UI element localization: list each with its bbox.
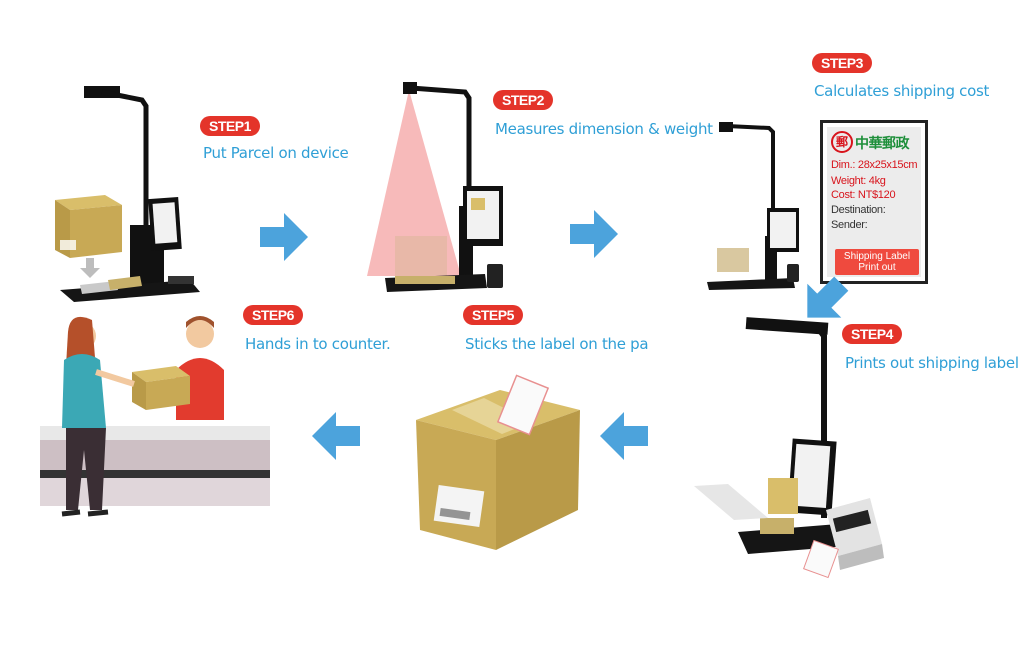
print-label-button-line2: Print out	[858, 262, 896, 273]
flow-arrow-left-1	[600, 412, 648, 460]
step3-badge: STEP3	[812, 53, 872, 73]
step6-counter-illustration	[40, 316, 270, 517]
flow-arrow-right-2	[570, 210, 618, 258]
flow-arrow-down-left	[807, 276, 849, 318]
step2-badge: STEP2	[493, 90, 553, 110]
step6-badge: STEP6	[243, 305, 303, 325]
step5-caption: Sticks the label on the parcel	[465, 335, 649, 353]
print-label-button-line1: Shipping Label	[843, 251, 911, 262]
step4-kiosk-printer-illustration	[694, 317, 884, 579]
flow-arrow-left-2	[312, 412, 360, 460]
step3-kiosk-illustration	[707, 122, 799, 290]
step4-caption: Prints out shipping label	[845, 354, 1019, 372]
step1-kiosk-illustration	[55, 86, 200, 302]
step1-caption: Put Parcel on device	[203, 144, 349, 162]
postal-name: 中華郵政	[855, 136, 910, 152]
shipping-label-screen: 郵 中華郵政 Dim.: 28x25x15cm Weight: 4kg Cost…	[820, 120, 928, 284]
postal-seal-icon: 郵	[831, 131, 853, 153]
print-label-button[interactable]: Shipping Label Print out	[835, 249, 919, 275]
step2-caption: Measures dimension & weight	[495, 120, 713, 138]
step5-badge: STEP5	[463, 305, 523, 325]
label-cost: Cost: NT$120	[831, 189, 896, 201]
step2-kiosk-illustration	[367, 82, 503, 292]
label-destination: Destination:	[831, 204, 886, 216]
label-sender: Sender:	[831, 219, 868, 231]
step6-caption: Hands in to counter.	[245, 335, 391, 353]
flow-arrow-right-1	[260, 213, 308, 261]
label-weight: Weight: 4kg	[831, 175, 886, 187]
step5-parcel-illustration	[416, 374, 580, 550]
step1-badge: STEP1	[200, 116, 260, 136]
step4-badge: STEP4	[842, 324, 902, 344]
label-dimension: Dim.: 28x25x15cm	[831, 159, 918, 171]
shipping-label-panel: 郵 中華郵政 Dim.: 28x25x15cm Weight: 4kg Cost…	[827, 127, 921, 277]
step3-caption: Calculates shipping cost	[814, 82, 990, 100]
